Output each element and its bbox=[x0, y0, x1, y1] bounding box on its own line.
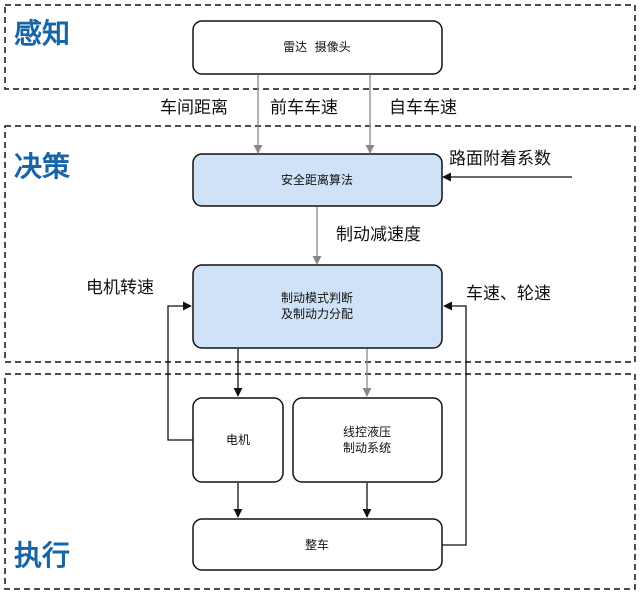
decision-section bbox=[4, 125, 636, 363]
label-motor-speed: 电机转速 bbox=[86, 278, 154, 298]
algorithm-label: 安全距离算法 bbox=[281, 172, 353, 187]
vehicle-label: 整车 bbox=[305, 537, 329, 552]
algorithm-box bbox=[192, 153, 443, 207]
label-front-speed: 前车车速 bbox=[270, 98, 338, 118]
label-distance: 车间距离 bbox=[160, 98, 228, 118]
sensors-label: 雷达 摄像头 bbox=[283, 39, 351, 54]
section-title-decision: 决策 bbox=[14, 150, 70, 183]
mode-label-line1: 制动模式判断 bbox=[281, 290, 353, 305]
hydraulic-box bbox=[292, 397, 443, 483]
label-road-adhesion: 路面附着系数 bbox=[449, 149, 551, 169]
mode-box bbox=[192, 264, 443, 349]
hydraulic-label-line2: 制动系统 bbox=[343, 441, 391, 455]
label-own-speed: 自车车速 bbox=[389, 98, 457, 118]
sensors-box bbox=[192, 20, 443, 75]
section-title-perception: 感知 bbox=[14, 17, 70, 50]
arrow-wheel-speed-feedback bbox=[442, 301, 467, 546]
perception-section bbox=[4, 4, 636, 90]
execution-section bbox=[4, 373, 636, 590]
motor-label: 电机 bbox=[226, 433, 250, 447]
section-title-execution: 执行 bbox=[14, 539, 70, 572]
label-decel: 制动减速度 bbox=[336, 225, 421, 245]
arrow-motor-speed-feedback bbox=[167, 301, 193, 441]
hydraulic-label-line1: 线控液压 bbox=[343, 424, 391, 439]
label-wheel-speed: 车速、轮速 bbox=[466, 284, 551, 304]
mode-label-line2: 及制动力分配 bbox=[281, 307, 353, 321]
